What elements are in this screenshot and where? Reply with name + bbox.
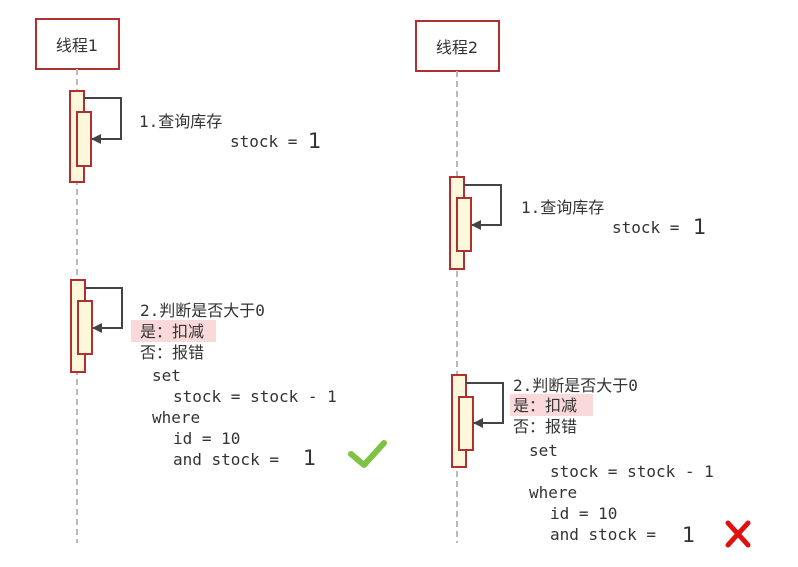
thread2-yes-highlight: [510, 394, 593, 416]
thread1-stock-value: 1: [308, 129, 321, 153]
thread1-step1-activation: [69, 90, 122, 183]
thread2-sql-where: where: [529, 483, 577, 502]
thread2-step1-label: 1.查询库存: [521, 198, 604, 217]
thread1-sql-assign: stock = stock - 1: [173, 387, 337, 406]
thread1-sql-where: where: [152, 408, 200, 427]
thread2-sql-assign: stock = stock - 1: [550, 462, 714, 481]
thread1-sql-set: set: [152, 366, 181, 385]
self-call-arrow: [464, 184, 502, 230]
thread2-sql-value: 1: [682, 523, 695, 547]
thread2-step2-label: 2.判断是否大于0: [513, 376, 638, 395]
thread2-sql-and: and stock =: [550, 525, 656, 544]
thread1-title: 线程1: [56, 36, 98, 55]
thread2-header: 线程2: [415, 20, 500, 72]
thread2-step2-activation: [451, 374, 504, 468]
thread2-yes-text: 是：扣减: [513, 396, 577, 415]
thread2-sql-set: set: [529, 441, 558, 460]
thread1-stock-label: stock =: [230, 132, 297, 151]
thread2-title: 线程2: [436, 38, 478, 57]
self-call-arrow: [85, 287, 123, 333]
thread1-step1-label: 1.查询库存: [139, 112, 222, 131]
thread2-stock-label: stock =: [612, 218, 679, 237]
thread1-no-text: 否：报错: [140, 343, 204, 362]
thread1-sql-and: and stock =: [173, 450, 279, 469]
thread1-step2-activation: [70, 279, 123, 373]
thread2-no-text: 否：报错: [513, 417, 577, 436]
thread1-step2-label: 2.判断是否大于0: [140, 301, 265, 320]
thread1-yes-text: 是：扣减: [140, 322, 204, 341]
thread1-sql-id: id = 10: [173, 429, 240, 448]
thread2-sql-id: id = 10: [550, 504, 617, 523]
thread1-header: 线程1: [35, 18, 120, 70]
self-call-arrow: [466, 382, 504, 428]
thread2-step1-activation: [449, 176, 502, 270]
check-icon: [348, 440, 387, 468]
thread2-stock-value: 1: [693, 215, 706, 239]
cross-icon: [725, 520, 751, 548]
thread1-sql-value: 1: [303, 446, 316, 470]
thread1-yes-highlight: [131, 320, 216, 342]
self-call-arrow: [84, 97, 122, 144]
